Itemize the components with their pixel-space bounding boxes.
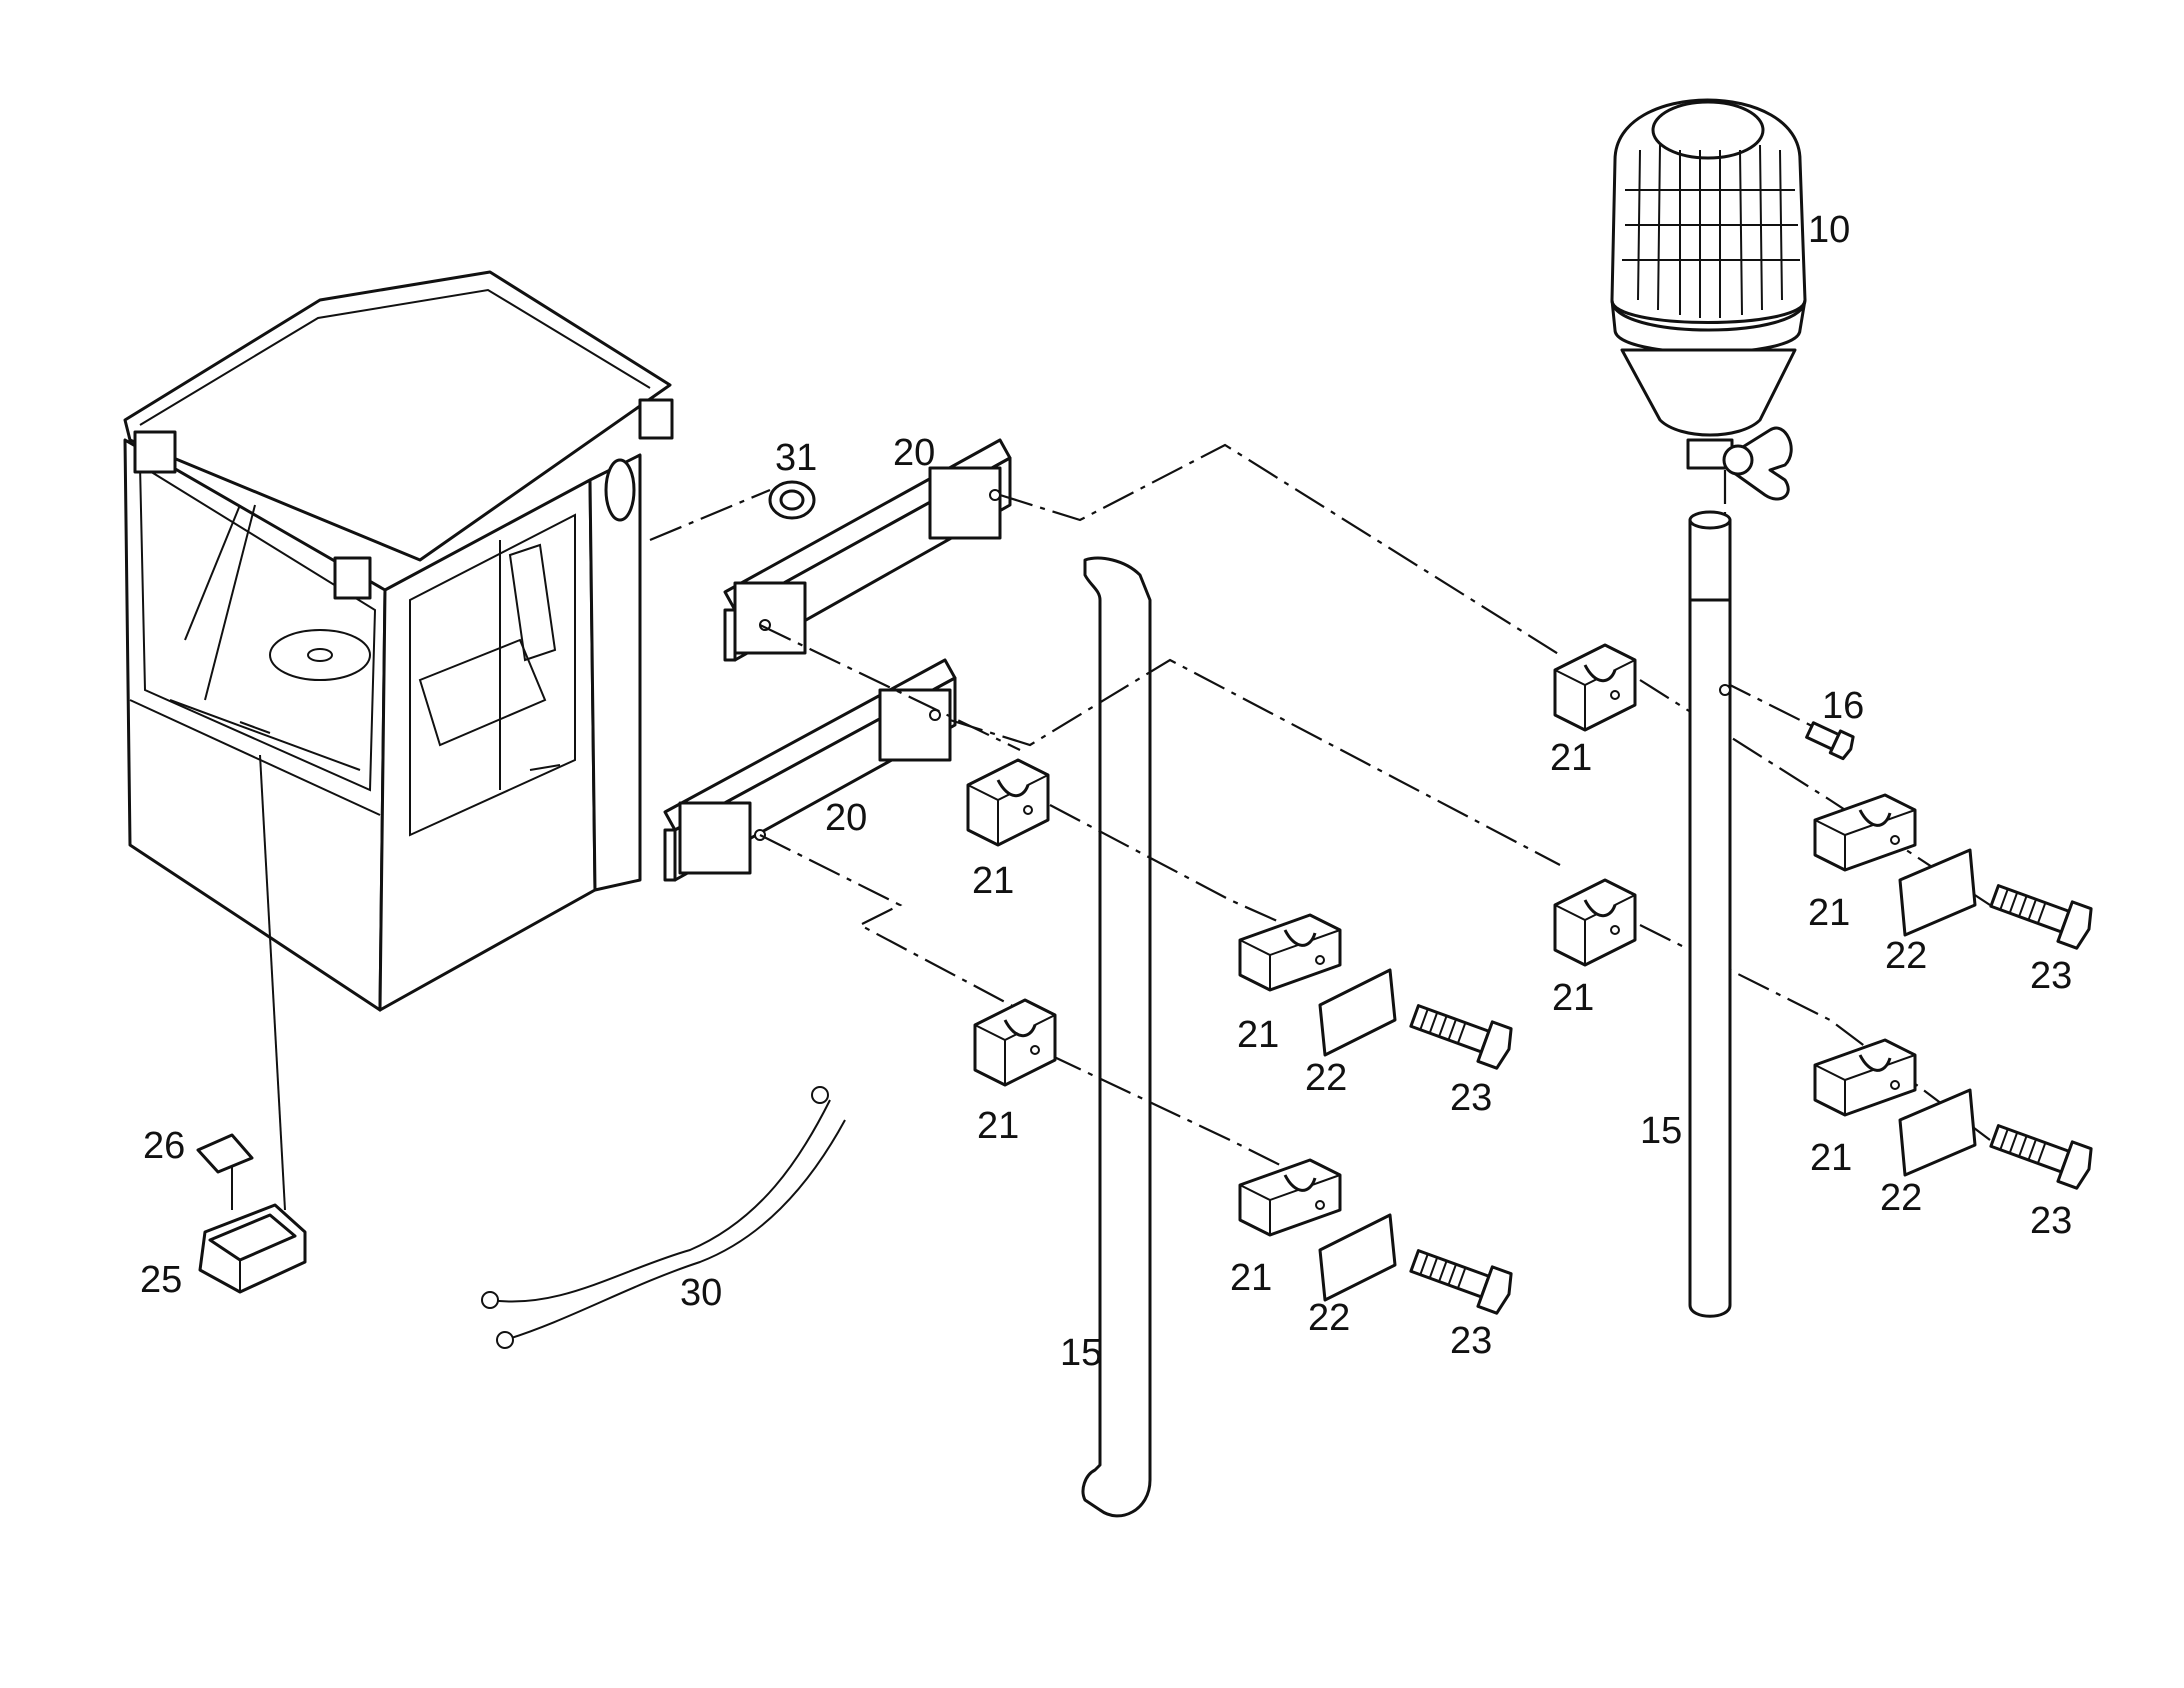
label-22-b: 22 (1305, 1057, 1347, 1099)
label-23-c: 23 (2030, 1200, 2072, 1242)
mounting-plate-upper (723, 438, 1012, 662)
mounting-plate-lower (663, 658, 957, 882)
clamp-set (966, 643, 1917, 1237)
label-21-e: 21 (1237, 1014, 1279, 1056)
label-21-a: 21 (1550, 737, 1592, 779)
label-23-d: 23 (1450, 1320, 1492, 1362)
label-23-a: 23 (2030, 955, 2072, 997)
part-labels: 10 31 20 20 16 21 21 21 21 21 21 21 21 2… (140, 209, 2072, 1374)
assembly-lines (759, 443, 1991, 1186)
label-20-upper: 20 (893, 432, 935, 474)
screw (1805, 721, 1855, 761)
label-16: 16 (1822, 685, 1864, 727)
label-21-b: 21 (972, 860, 1014, 902)
label-21-c: 21 (1808, 892, 1850, 934)
label-21-h: 21 (1230, 1257, 1272, 1299)
tube-bent (1081, 556, 1152, 1518)
cable-harness (481, 1086, 846, 1349)
bolts (1409, 884, 2093, 1315)
label-23-b: 23 (1450, 1077, 1492, 1119)
label-21-f: 21 (977, 1105, 1019, 1147)
operator-cab (123, 270, 674, 1012)
tube-straight (1688, 510, 1732, 1318)
label-22-d: 22 (1308, 1297, 1350, 1339)
label-15-left: 15 (1060, 1332, 1102, 1374)
label-31: 31 (775, 437, 817, 479)
label-15-right: 15 (1640, 1110, 1682, 1152)
label-30: 30 (680, 1272, 722, 1314)
rotating-beacon (1610, 98, 1807, 501)
label-22-c: 22 (1880, 1177, 1922, 1219)
label-25: 25 (140, 1259, 182, 1301)
grommet (649, 480, 816, 542)
label-22-a: 22 (1885, 935, 1927, 977)
label-21-d: 21 (1552, 977, 1594, 1019)
label-20-lower: 20 (825, 797, 867, 839)
label-26: 26 (143, 1125, 185, 1167)
label-10: 10 (1808, 209, 1850, 251)
label-21-g: 21 (1810, 1137, 1852, 1179)
switch-assembly (196, 754, 307, 1294)
spacer-plates (1318, 848, 1977, 1302)
